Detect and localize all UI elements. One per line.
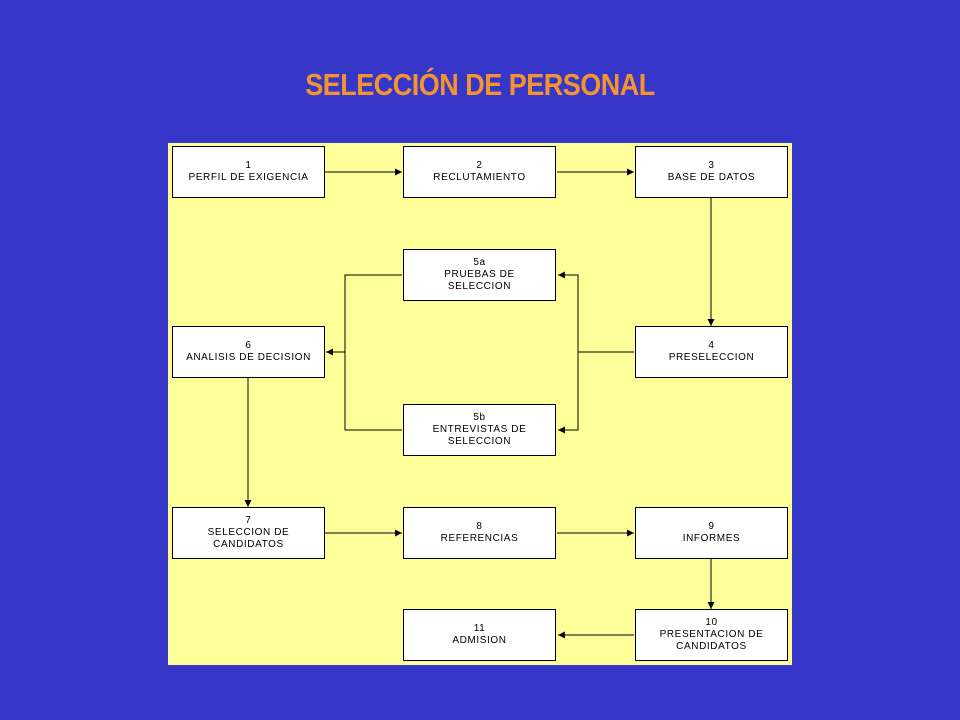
node-number: 4: [708, 340, 715, 351]
node-referencias: 8 REFERENCIAS: [403, 507, 556, 559]
node-label: ENTREVISTAS DE: [432, 424, 527, 435]
node-label: BASE DE DATOS: [667, 172, 756, 183]
node-reclutamiento: 2 RECLUTAMIENTO: [403, 146, 556, 198]
node-pruebas-de-seleccion: 5a PRUEBAS DE SELECCION: [403, 249, 556, 301]
node-analisis-de-decision: 6 ANALISIS DE DECISION: [172, 326, 325, 378]
node-label: PRESELECCION: [668, 352, 755, 363]
node-number: 11: [473, 623, 486, 634]
node-label: ANALISIS DE DECISION: [186, 352, 311, 363]
node-number: 8: [476, 521, 483, 532]
node-number: 2: [476, 160, 483, 171]
node-label-line2: CANDIDATOS: [213, 539, 284, 550]
node-label: REFERENCIAS: [440, 533, 519, 544]
node-label: INFORMES: [682, 533, 741, 544]
node-number: 3: [708, 160, 715, 171]
node-label-line2: CANDIDATOS: [676, 641, 747, 652]
node-number: 1: [245, 160, 252, 171]
node-informes: 9 INFORMES: [635, 507, 788, 559]
node-base-de-datos: 3 BASE DE DATOS: [635, 146, 788, 198]
node-label-line2: SELECCION: [447, 436, 512, 447]
line-5b-to-6: [344, 352, 402, 431]
node-label: PRUEBAS DE: [444, 269, 515, 280]
node-preseleccion: 4 PRESELECCION: [635, 326, 788, 378]
node-admision: 11 ADMISION: [403, 609, 556, 661]
node-number: 5b: [473, 412, 486, 423]
node-perfil-de-exigencia: 1 PERFIL DE EXIGENCIA: [172, 146, 325, 198]
node-seleccion-de-candidatos: 7 SELECCION DE CANDIDATOS: [172, 507, 325, 559]
node-label: SELECCION DE: [207, 527, 290, 538]
node-label: RECLUTAMIENTO: [433, 172, 526, 183]
node-number: 5a: [473, 257, 486, 268]
node-label-line2: SELECCION: [447, 281, 512, 292]
node-label: PRESENTACION DE: [659, 629, 764, 640]
page-title: SELECCIÓN DE PERSONAL: [305, 68, 655, 102]
arrow-4-to-5a: [558, 271, 579, 352]
node-number: 6: [245, 340, 252, 351]
node-number: 10: [705, 617, 718, 628]
node-number: 9: [708, 521, 715, 532]
arrow-4-to-5b: [558, 352, 579, 434]
line-5a-to-6: [344, 274, 402, 352]
node-entrevistas-de-seleccion: 5b ENTREVISTAS DE SELECCION: [403, 404, 556, 456]
node-presentacion-de-candidatos: 10 PRESENTACION DE CANDIDATOS: [635, 609, 788, 661]
node-number: 7: [245, 515, 252, 526]
node-label: ADMISION: [452, 635, 507, 646]
node-label: PERFIL DE EXIGENCIA: [188, 172, 309, 183]
